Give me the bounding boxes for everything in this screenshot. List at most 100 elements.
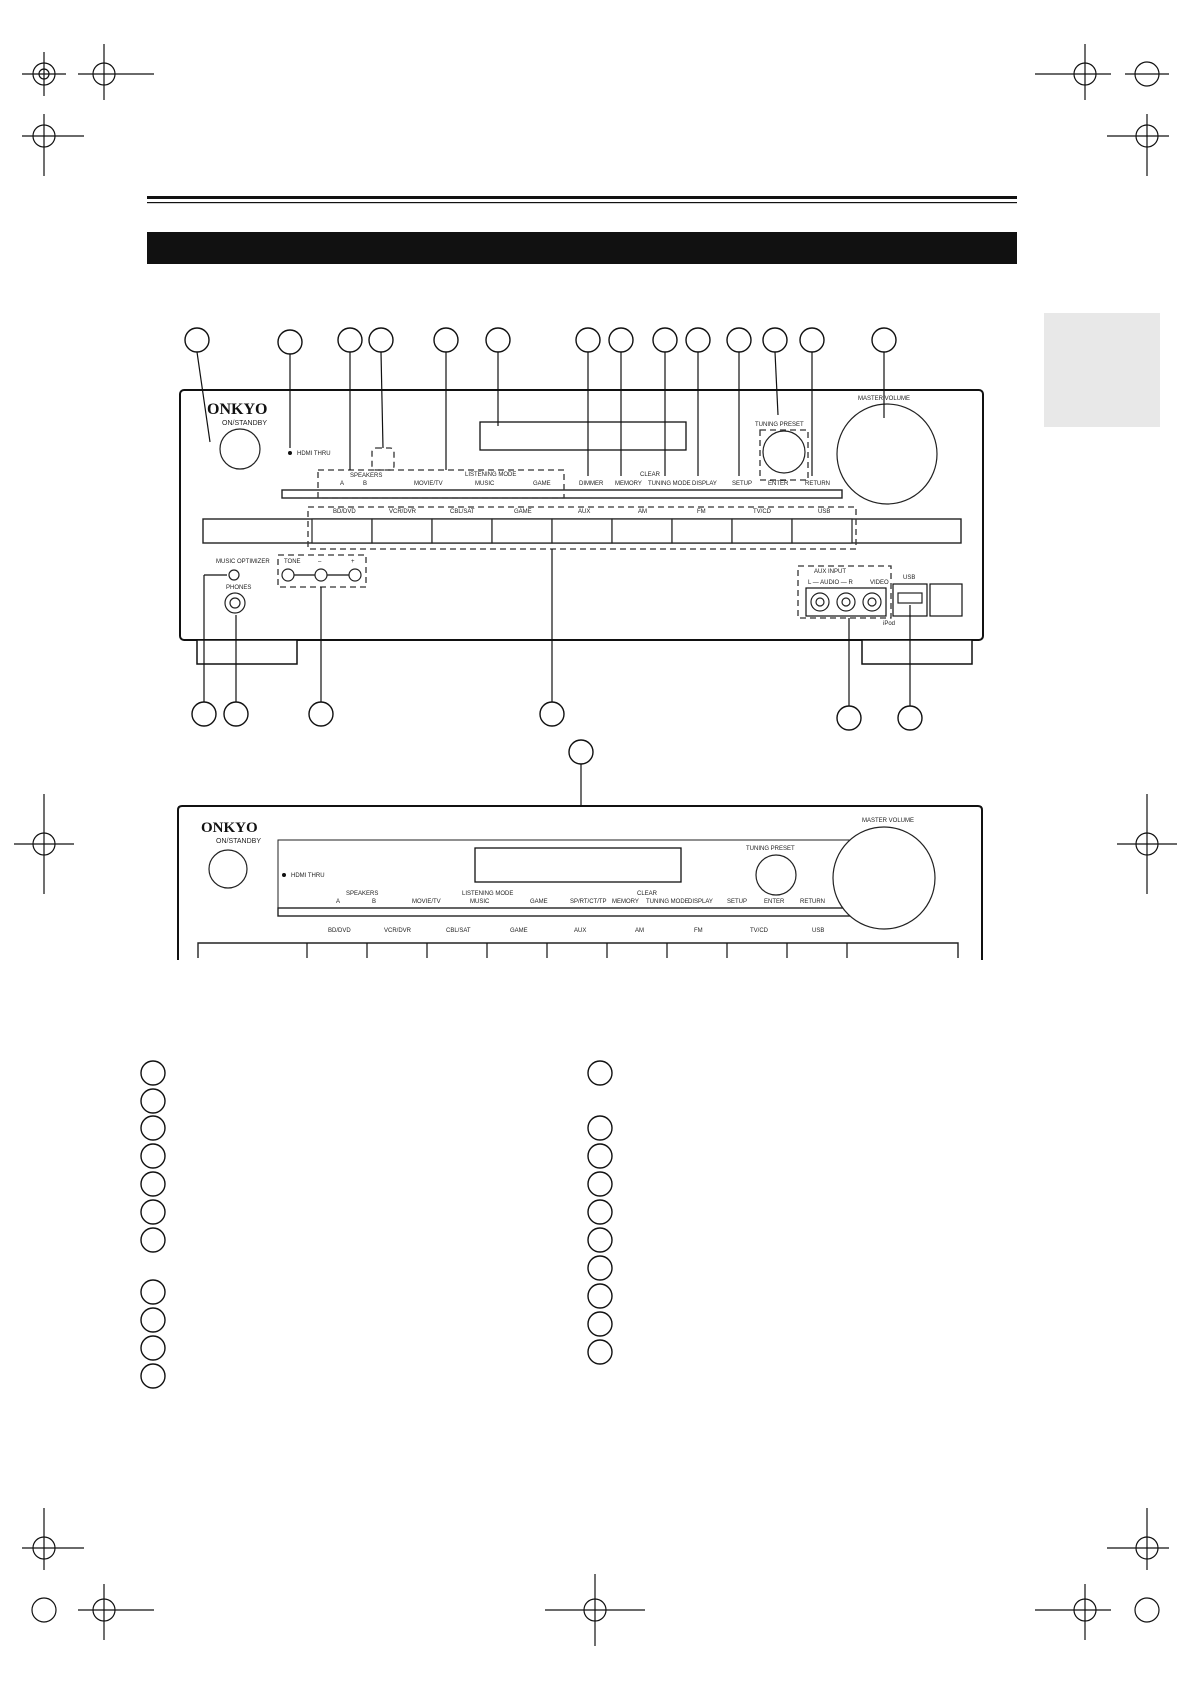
variant-mode-button-label-3: GAME bbox=[530, 899, 548, 905]
callout-marker bbox=[223, 701, 249, 727]
variant-clear-group-label: CLEAR bbox=[637, 891, 658, 897]
top-button-label-5: SETUP bbox=[732, 481, 752, 487]
tuning-knob-outline bbox=[759, 429, 809, 481]
callouts-top bbox=[184, 327, 897, 476]
header-rule-bottom bbox=[147, 202, 1017, 204]
input-selector-button-6[interactable] bbox=[611, 518, 673, 544]
input-selector-button-8[interactable] bbox=[731, 518, 793, 544]
music-optimizer-button[interactable] bbox=[228, 569, 240, 581]
callout-marker bbox=[337, 327, 363, 353]
onkyo-logo: ONKYO bbox=[207, 401, 267, 418]
input-selector-label-1: BD/DVD bbox=[333, 509, 356, 515]
legend-markers-left bbox=[140, 1060, 166, 1389]
variant-input-selector-label-5: AUX bbox=[574, 928, 586, 934]
variant-panel-body bbox=[177, 805, 983, 960]
variant-input-selector-label-7: FM bbox=[694, 928, 703, 934]
aux-audio-l-jack-inner bbox=[815, 597, 825, 607]
aux-video-jack-inner bbox=[867, 597, 877, 607]
tone-minus-button[interactable] bbox=[314, 568, 328, 582]
list-marker bbox=[140, 1307, 166, 1333]
list-marker bbox=[140, 1227, 166, 1253]
phones-label: PHONES bbox=[226, 585, 251, 591]
panel-foot-right bbox=[861, 639, 973, 665]
mode-button-label-3: GAME bbox=[533, 481, 551, 487]
list-marker bbox=[140, 1143, 166, 1169]
list-marker bbox=[140, 1060, 166, 1086]
callout-marker bbox=[568, 739, 594, 765]
input-selector-button-7[interactable] bbox=[671, 518, 733, 544]
input-selector-label-3: CBL/SAT bbox=[450, 509, 475, 515]
tuning-preset-label: TUNING PRESET bbox=[755, 422, 804, 428]
header-rule-top bbox=[147, 196, 1017, 199]
variant-speakers-group-label: SPEAKERS bbox=[346, 891, 378, 897]
variant-input-selector-label-4: GAME bbox=[510, 928, 528, 934]
callout-marker bbox=[433, 327, 459, 353]
variant-top-button-label-7: RETURN bbox=[800, 899, 825, 905]
callout-marker bbox=[685, 327, 711, 353]
on-standby-button[interactable] bbox=[219, 428, 261, 470]
audio-lr-label: L — AUDIO — R bbox=[808, 580, 853, 586]
variant-mode-button-label-1: MOVIE/TV bbox=[412, 899, 441, 905]
callout-marker bbox=[575, 327, 601, 353]
variant-input-selector-label-6: AM bbox=[635, 928, 644, 934]
input-selector-button-5[interactable] bbox=[551, 518, 613, 544]
mode-button-label-2: MUSIC bbox=[475, 481, 495, 487]
callouts-bottom bbox=[191, 549, 923, 905]
callout-marker bbox=[539, 701, 565, 727]
list-marker bbox=[587, 1143, 613, 1169]
list-marker bbox=[140, 1335, 166, 1361]
variant-display-window bbox=[474, 847, 682, 883]
aux-input-outline bbox=[797, 565, 892, 619]
usb-port[interactable] bbox=[897, 592, 923, 604]
variant-top-button-row[interactable] bbox=[277, 907, 869, 917]
input-selector-button-4[interactable] bbox=[491, 518, 553, 544]
section-title-bar bbox=[147, 232, 1017, 264]
input-selector-button-9[interactable] bbox=[791, 518, 853, 544]
hdmi-thru-indicator bbox=[288, 451, 292, 455]
tone-button-label-3: + bbox=[351, 559, 355, 565]
list-marker bbox=[587, 1311, 613, 1337]
variant-hdmi-thru-indicator bbox=[282, 873, 286, 877]
speaker-b-label: B bbox=[363, 481, 367, 487]
on-standby-label: ON/STANDBY bbox=[222, 420, 267, 427]
variant-top-button-label-1: SP/RT/CT/TP bbox=[570, 899, 607, 905]
callout-marker bbox=[799, 327, 825, 353]
list-marker bbox=[140, 1279, 166, 1305]
input-selector-button-3[interactable] bbox=[431, 518, 493, 544]
variant-input-selector-label-2: VCR/DVR bbox=[384, 928, 412, 934]
list-marker bbox=[140, 1115, 166, 1141]
ipod-label: iPod bbox=[883, 621, 895, 627]
tone-plus-button[interactable] bbox=[348, 568, 362, 582]
variant-mode-button-label-2: MUSIC bbox=[470, 899, 490, 905]
variant-input-selector-label-1: BD/DVD bbox=[328, 928, 351, 934]
list-marker bbox=[587, 1339, 613, 1365]
receiver-front-panel: ONKYO ON/STANDBY HDMI THRU SPEAKERS LIST… bbox=[179, 389, 984, 665]
variant-top-button-label-3: TUNING MODE bbox=[646, 899, 689, 905]
top-button-label-6: ENTER bbox=[768, 481, 789, 487]
music-optimizer-label: MUSIC OPTIMIZER bbox=[216, 559, 270, 565]
variant-input-selector-label-8: TV/CD bbox=[750, 928, 769, 934]
top-button-row[interactable] bbox=[281, 489, 843, 499]
top-button-label-2: MEMORY bbox=[615, 481, 642, 487]
tuning-preset-knob[interactable] bbox=[762, 430, 806, 474]
tone-button-label-1: TONE bbox=[284, 559, 301, 565]
variant-tuning-preset-knob[interactable] bbox=[755, 854, 797, 896]
variant-top-button-label-2: MEMORY bbox=[612, 899, 639, 905]
callout-marker bbox=[308, 701, 334, 727]
legend-markers-right bbox=[587, 1060, 613, 1365]
usb-cover-panel bbox=[929, 583, 963, 617]
input-selector-button-1[interactable] bbox=[311, 518, 373, 544]
video-label: VIDEO bbox=[870, 580, 889, 586]
variant-on-standby-button[interactable] bbox=[208, 849, 248, 889]
callout-marker bbox=[652, 327, 678, 353]
top-button-label-1: DIMMER bbox=[579, 481, 604, 487]
variant-master-volume-knob[interactable] bbox=[832, 826, 936, 930]
receiver-front-panel-variant: ONKYO ON/STANDBY HDMI THRU SPEAKERS LIST… bbox=[177, 805, 983, 960]
tone-button[interactable] bbox=[281, 568, 295, 582]
input-selector-label-9: USB bbox=[818, 509, 830, 515]
callout-marker bbox=[485, 327, 511, 353]
input-selector-button-2[interactable] bbox=[371, 518, 433, 544]
master-volume-knob[interactable] bbox=[836, 403, 938, 505]
mode-button-label-1: MOVIE/TV bbox=[414, 481, 443, 487]
